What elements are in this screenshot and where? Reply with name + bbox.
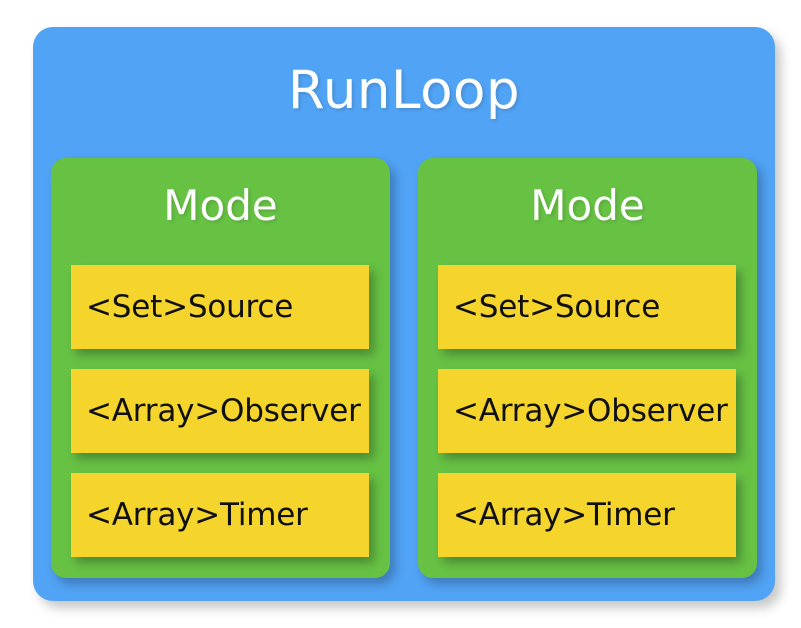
mode-1-item-observer-label: <Array>Observer: [86, 393, 361, 429]
mode-title-1: Mode: [163, 181, 278, 230]
mode-1-item-timer: <Array>Timer: [71, 473, 369, 557]
mode-1-item-source-label: <Set>Source: [86, 289, 294, 325]
mode-2-item-timer: <Array>Timer: [438, 473, 736, 557]
modes-row: Mode <Set>Source <Array>Observer <Array>…: [51, 158, 757, 578]
mode-2-item-timer-label: <Array>Timer: [453, 497, 675, 533]
mode-1-items: <Set>Source <Array>Observer <Array>Timer: [71, 265, 369, 557]
mode-1-item-observer: <Array>Observer: [71, 369, 369, 453]
mode-2-items: <Set>Source <Array>Observer <Array>Timer: [438, 265, 736, 557]
mode-2-item-source-label: <Set>Source: [453, 289, 661, 325]
mode-1-item-timer-label: <Array>Timer: [86, 497, 308, 533]
mode-box-1: Mode <Set>Source <Array>Observer <Array>…: [51, 158, 390, 578]
mode-2-item-source: <Set>Source: [438, 265, 736, 349]
runloop-title: RunLoop: [287, 60, 521, 121]
mode-title-2: Mode: [530, 181, 645, 230]
mode-1-item-source: <Set>Source: [71, 265, 369, 349]
mode-2-item-observer: <Array>Observer: [438, 369, 736, 453]
mode-2-item-observer-label: <Array>Observer: [453, 393, 728, 429]
mode-box-2: Mode <Set>Source <Array>Observer <Array>…: [418, 158, 757, 578]
runloop-container: RunLoop Mode <Set>Source <Array>Observer…: [33, 27, 775, 601]
